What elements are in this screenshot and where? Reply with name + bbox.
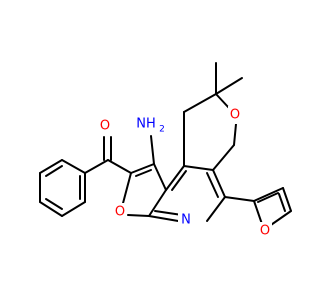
pyran-bond-2: [183, 93, 217, 113]
amino-label: NH: [136, 117, 156, 132]
furyl-bond-3: [282, 187, 292, 212]
phenyl-bond-2: [61, 201, 86, 217]
furyl-link-bond: [224, 196, 255, 202]
furan-bond-c3a-c7a: [148, 189, 167, 217]
furan-bond-c3-c3a: [153, 163, 167, 191]
furyl-oxygen-label: O: [260, 224, 270, 239]
carbonyl-furan-bond: [107, 159, 132, 174]
pyridine-double-bond-3: [154, 210, 183, 216]
pyran-bond-5: [212, 144, 235, 171]
furan-double-bond-c2-c3: [135, 169, 152, 177]
furan-bond-c2-c3: [130, 163, 155, 174]
phenyl-bond-3: [39, 201, 63, 217]
phenyl-bond-5: [39, 159, 63, 174]
furan-bond-o-c2: [121, 172, 132, 208]
molecule-structure-diagram: O O N O O NH 2: [39, 62, 292, 240]
bond-layer: [39, 62, 292, 228]
phenyl-bond-6: [61, 159, 86, 174]
pyridine-bond-2: [183, 165, 214, 171]
furyl-bond-4: [253, 187, 284, 202]
pyridine-double-bond-1: [171, 170, 187, 191]
amino-subscript-label: 2: [159, 125, 165, 135]
furyl-double-bond-1: [278, 193, 286, 212]
phenyl-carbonyl-bond: [84, 159, 109, 174]
atom-label-layer: O O N O O NH 2: [98, 106, 272, 240]
phenyl-double-bond-inner-3: [45, 165, 63, 177]
pyridine-bond-1: [165, 165, 185, 191]
pyran-bond-3: [215, 93, 230, 109]
pyridine-double-bond-2: [206, 172, 219, 198]
fused-furan-oxygen-label: O: [115, 205, 125, 220]
methyl-bond-2: [215, 77, 243, 95]
pyran-oxygen-label: O: [230, 108, 240, 123]
pyridine-bond-3: [212, 169, 226, 198]
amino-bond: [150, 135, 155, 165]
pyridine-nitrogen-label: N: [181, 213, 191, 228]
furan-bond-c7a-o: [127, 214, 150, 217]
pyridine-bond-4: [206, 196, 226, 222]
phenyl-double-bond-inner-2: [45, 198, 63, 210]
pyran-bond-4: [233, 123, 237, 146]
carbonyl-oxygen-label: O: [100, 119, 110, 134]
furyl-double-bond-2: [257, 192, 279, 203]
